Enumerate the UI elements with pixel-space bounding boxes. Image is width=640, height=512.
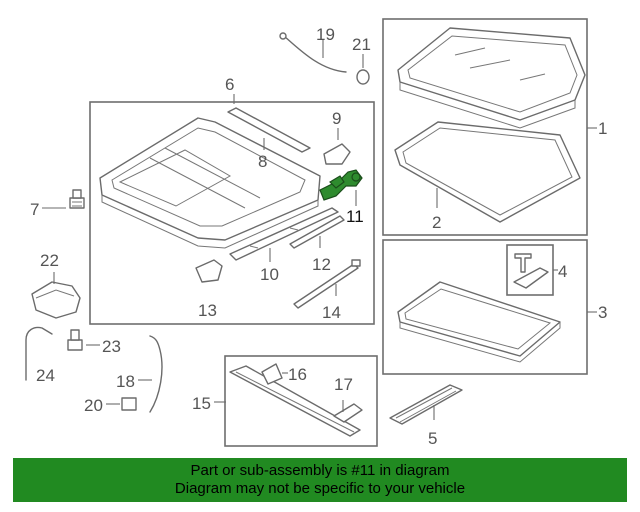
sunroof-frame[interactable] (99, 117, 321, 249)
drain-hose-19[interactable] (279, 32, 347, 73)
sunshade-panel[interactable] (397, 281, 561, 363)
label-13: 13 (198, 301, 217, 320)
label-16: 16 (288, 365, 307, 384)
label-8: 8 (258, 152, 267, 171)
group-box-deflector (224, 355, 378, 447)
guide-rail[interactable] (229, 207, 339, 261)
wind-deflector[interactable] (229, 365, 361, 437)
grommet-21[interactable] (356, 69, 370, 85)
label-10: 10 (260, 265, 279, 284)
label-15: 15 (192, 394, 211, 413)
label-22: 22 (40, 251, 59, 270)
front-rail[interactable] (227, 107, 311, 153)
drain-trough[interactable] (389, 384, 463, 425)
label-11: 11 (346, 207, 364, 226)
drain-hose-18[interactable] (149, 335, 163, 413)
label-17: 17 (334, 375, 353, 394)
info-banner: Part or sub-assembly is #11 in diagram D… (13, 458, 627, 502)
glass-panel[interactable] (397, 27, 586, 129)
group-box-frame (89, 101, 375, 325)
label-9: 9 (332, 109, 341, 128)
label-5: 5 (428, 429, 437, 448)
label-20: 20 (84, 396, 103, 415)
connector-20[interactable] (121, 397, 137, 411)
bracket-9[interactable] (323, 143, 351, 165)
highlighted-part-11[interactable] (319, 169, 363, 201)
shade-clip[interactable] (506, 244, 554, 296)
label-23: 23 (102, 337, 121, 356)
group-box-glass (382, 18, 588, 236)
label-14: 14 (322, 303, 341, 322)
cover-13[interactable] (195, 259, 223, 283)
bolt-23[interactable] (67, 329, 83, 351)
banner-line-2: Diagram may not be specific to your vehi… (174, 480, 466, 497)
bolt-7[interactable] (69, 189, 85, 209)
bracket-17[interactable] (333, 403, 363, 423)
motor-22[interactable] (31, 281, 81, 319)
label-18: 18 (116, 372, 135, 391)
clip-16[interactable] (261, 363, 283, 385)
slider-12[interactable] (289, 215, 345, 249)
label-21: 21 (352, 35, 371, 54)
label-6: 6 (225, 75, 234, 94)
banner-line-1: Part or sub-assembly is #11 in diagram (190, 462, 450, 479)
label-24: 24 (36, 366, 55, 385)
label-2: 2 (432, 213, 441, 232)
drain-hose-24[interactable] (25, 326, 53, 381)
label-12: 12 (312, 255, 331, 274)
group-box-shade (382, 239, 588, 375)
label-7: 7 (30, 200, 39, 219)
label-4: 4 (558, 262, 567, 281)
label-3: 3 (598, 303, 607, 322)
drive-cable[interactable] (293, 259, 361, 309)
glass-seal[interactable] (394, 121, 581, 223)
label-1: 1 (598, 119, 607, 138)
label-19: 19 (316, 25, 335, 44)
